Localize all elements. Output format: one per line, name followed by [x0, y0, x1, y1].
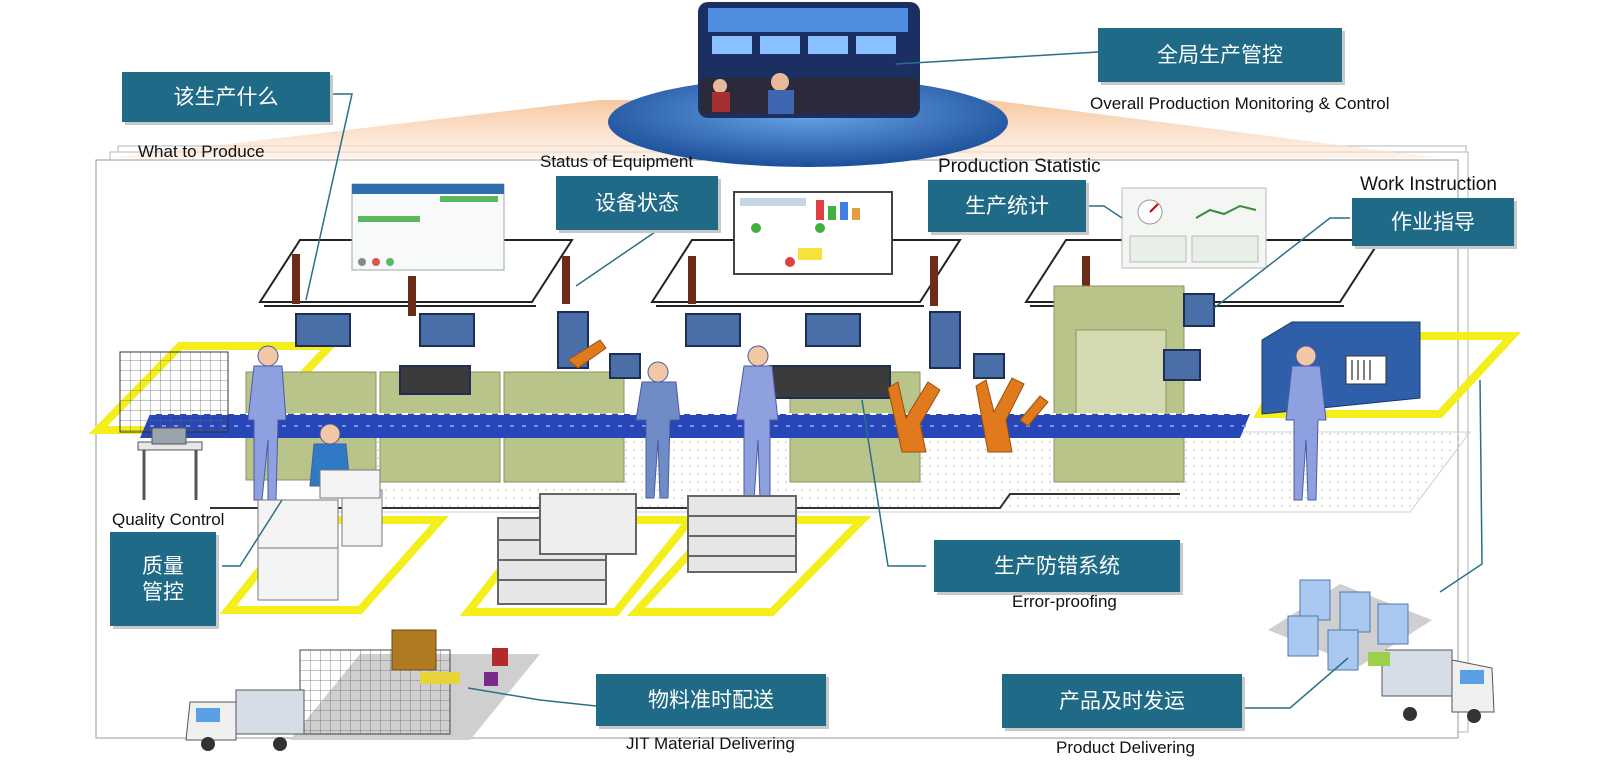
product-delivery-zh: 产品及时发运 [1059, 688, 1185, 713]
operators [247, 345, 1327, 501]
warehouse-racking [290, 629, 540, 740]
material-carts [497, 493, 797, 605]
global-control-zh: 全局生产管控 [1157, 42, 1283, 67]
control-room-image [608, 2, 1008, 167]
delivery-truck-left [185, 689, 305, 751]
what-to-produce-tag: 该生产什么 [122, 72, 330, 122]
conveyor-belt [140, 413, 1250, 438]
work-instruction-zh: 作业指导 [1391, 209, 1475, 234]
what-to-produce-zh: 该生产什么 [173, 84, 279, 109]
work-instruction-tag: 作业指导 [1352, 198, 1514, 246]
production-stats-screen [1121, 187, 1267, 269]
error-proofing-zh: 生产防错系统 [994, 553, 1120, 578]
global-control-caption: Overall Production Monitoring & Control [1090, 94, 1390, 113]
production-stats-tag: 生产统计 [928, 180, 1086, 232]
what-to-produce-screen [351, 183, 505, 271]
global-control-tag: 全局生产管控 [1098, 28, 1342, 82]
quality-control-zh-line2: 管控 [142, 580, 184, 604]
parts-cage [119, 351, 229, 500]
quality-control-zh-line1: 质量 [142, 553, 184, 578]
robot-arms [567, 339, 1049, 453]
delivery-truck-right [1381, 649, 1495, 723]
equipment-status-zh: 设备状态 [595, 190, 679, 215]
customer-buildings [1268, 579, 1432, 671]
error-proofing-caption: Error-proofing [1012, 592, 1117, 611]
andon-lights [292, 254, 1090, 316]
line-monitors [295, 293, 1215, 399]
product-storage-rack [1261, 321, 1421, 415]
what-to-produce-caption: What to Produce [138, 142, 265, 161]
equipment-status-tag: 设备状态 [556, 176, 718, 230]
quality-control-caption: Quality Control [112, 510, 225, 529]
jit-material-tag: 物料准时配送 [596, 674, 826, 726]
equipment-status-screen [733, 191, 893, 275]
error-proofing-tag: 生产防错系统 [934, 540, 1180, 592]
jit-material-zh: 物料准时配送 [648, 687, 774, 712]
quality-control-tag: 质量 管控 [110, 532, 216, 626]
production-stats-caption: Production Statistic [938, 156, 1101, 177]
production-stats-zh: 生产统计 [965, 193, 1049, 218]
equipment-status-caption: Status of Equipment [540, 152, 694, 171]
finished-goods [257, 469, 383, 601]
product-delivery-caption: Product Delivering [1056, 738, 1195, 757]
product-delivery-tag: 产品及时发运 [1002, 674, 1242, 728]
work-instruction-caption: Work Instruction [1360, 174, 1497, 195]
jit-material-caption: JIT Material Delivering [626, 734, 795, 753]
